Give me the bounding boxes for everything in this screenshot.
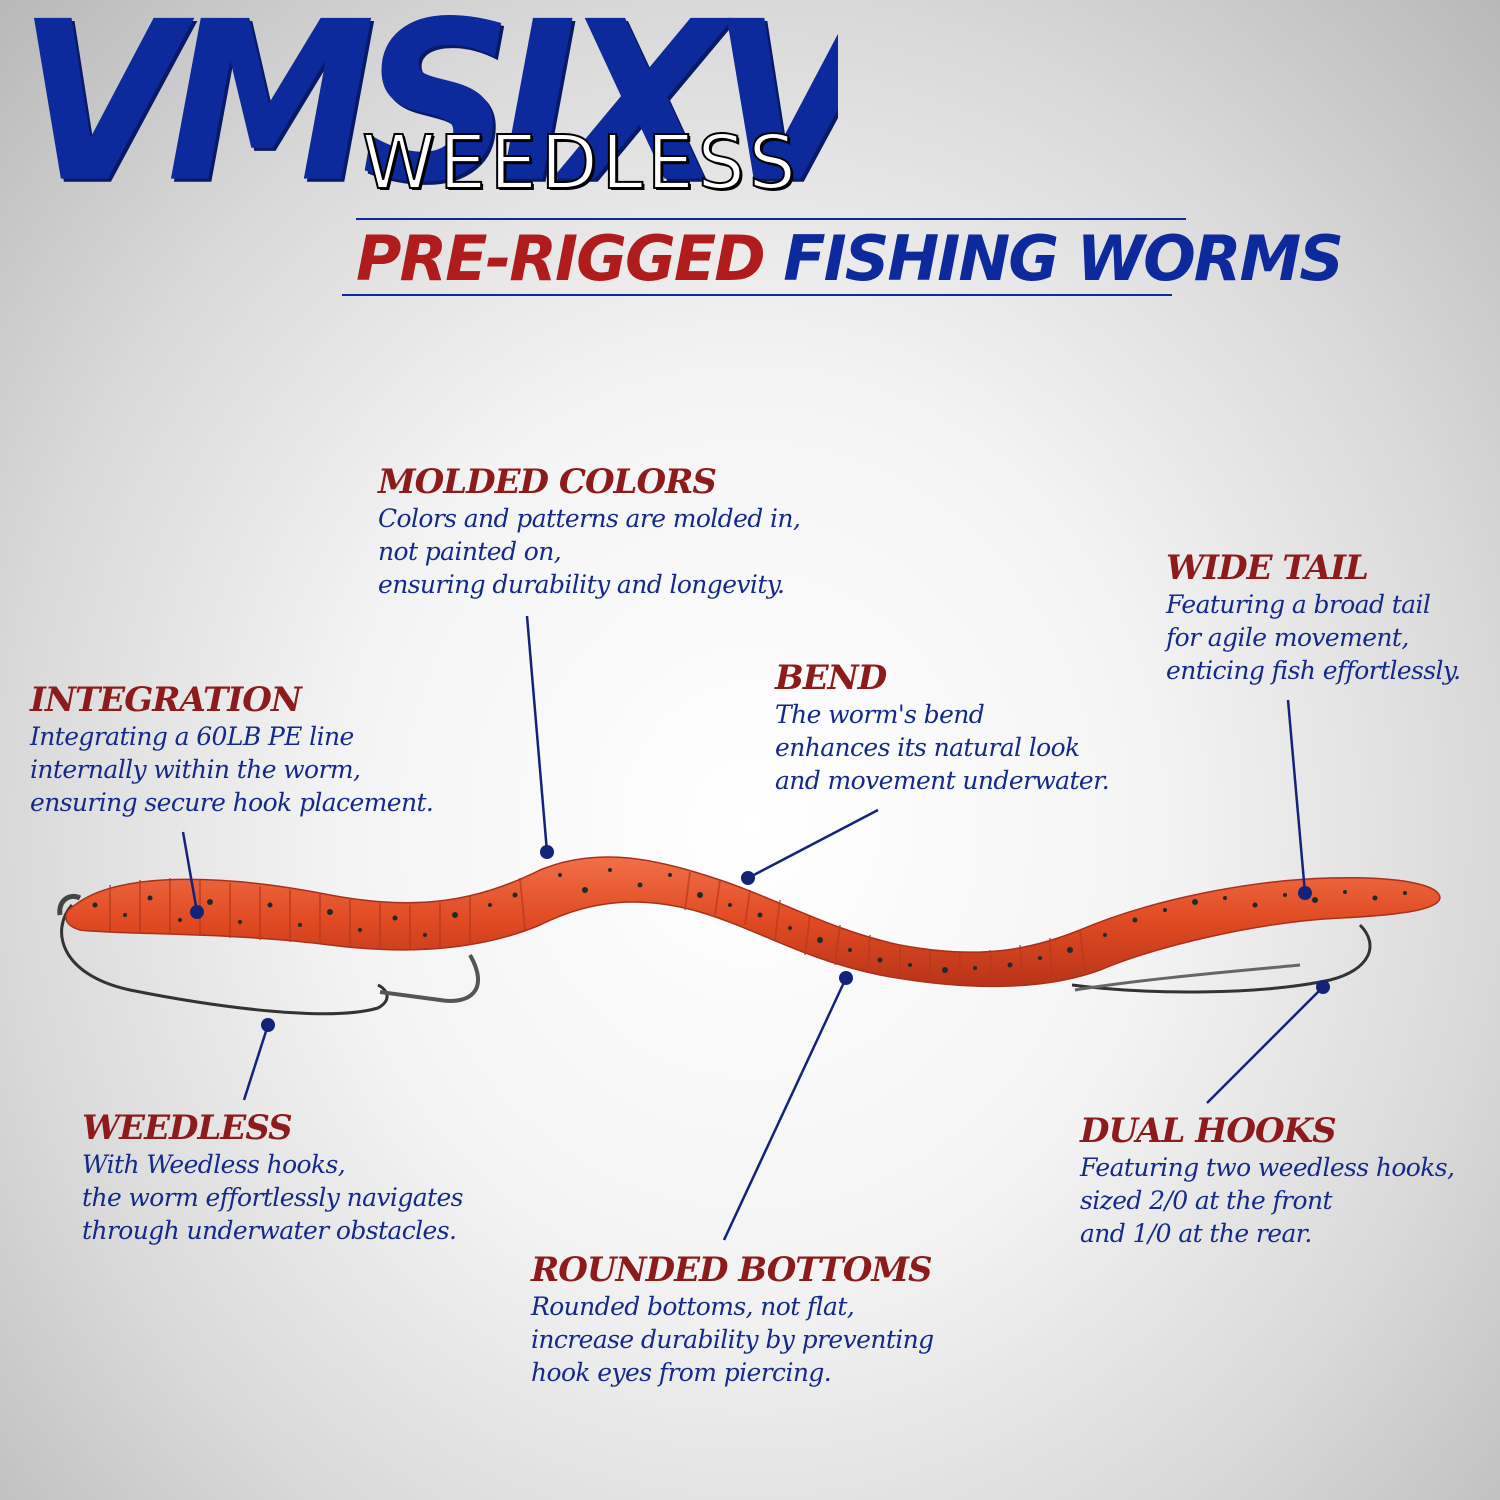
feature-title: INTEGRATION [30,680,302,720]
feature-line: enticing fish effortlessly. [1166,656,1461,685]
feature-integration: INTEGRATION Integrating a 60LB PE line i… [30,680,434,819]
feature-description: The worm's bend enhances its natural loo… [775,698,1110,797]
feature-line: and 1/0 at the rear. [1080,1219,1312,1248]
feature-line: sized 2/0 at the front [1080,1186,1333,1215]
feature-line: Colors and patterns are molded in, [378,504,801,533]
rear-hook-icon [1071,923,1372,994]
feature-line: ensuring durability and longevity. [378,570,785,599]
feature-description: Featuring a broad tail for agile movemen… [1166,588,1461,687]
feature-line: increase durability by preventing [531,1325,934,1354]
feature-line: ensuring secure hook placement. [30,788,434,817]
feature-weedless: WEEDLESS With Weedless hooks, the worm e… [82,1108,464,1247]
feature-line: and movement underwater. [775,766,1110,795]
feature-line: for agile movement, [1166,623,1409,652]
headline: PRE-RIGGED FISHING WORMS [356,222,1344,295]
brand-logo: VMSIXVM [18,0,838,211]
feature-line: Featuring a broad tail [1166,590,1431,619]
feature-line: enhances its natural look [775,733,1080,762]
front-hook-point-icon [379,954,481,1003]
feature-title: MOLDED COLORS [378,462,717,502]
front-hook-bend-icon [57,893,82,916]
headline-red: PRE-RIGGED [356,222,766,295]
feature-title: WIDE TAIL [1166,548,1369,588]
brand-tagline: WEEDLESS [361,119,800,207]
feature-rounded-bottoms: ROUNDED BOTTOMS Rounded bottoms, not fla… [531,1250,934,1389]
worm-body [65,856,1441,988]
feature-line: Integrating a 60LB PE line [30,722,354,751]
rear-hook-point-icon [1074,963,1301,992]
feature-line: internally within the worm, [30,755,361,784]
feature-line: not painted on, [378,537,562,566]
feature-title: DUAL HOOKS [1080,1111,1337,1151]
feature-line: through underwater obstacles. [82,1216,457,1245]
feature-line: With Weedless hooks, [82,1150,346,1179]
feature-bend: BEND The worm's bend enhances its natura… [775,658,1110,797]
headline-rule-bottom [342,294,1172,296]
feature-dual-hooks: DUAL HOOKS Featuring two weedless hooks,… [1080,1111,1455,1250]
front-hook-icon [60,904,389,1016]
feature-line: Rounded bottoms, not flat, [531,1292,855,1321]
callout-dots [190,845,1330,1032]
feature-line: hook eyes from piercing. [531,1358,832,1387]
feature-description: Featuring two weedless hooks, sized 2/0 … [1080,1151,1455,1250]
headline-rule-top [356,218,1186,220]
callout-lines [181,615,1324,1241]
worm-speckles [92,868,1407,973]
feature-molded-colors: MOLDED COLORS Colors and patterns are mo… [378,462,801,601]
feature-description: With Weedless hooks, the worm effortless… [82,1148,464,1247]
headline-blue: FISHING WORMS [783,222,1344,295]
feature-description: Rounded bottoms, not flat, increase dura… [531,1290,934,1389]
feature-title: ROUNDED BOTTOMS [531,1250,933,1290]
feature-line: The worm's bend [775,700,985,729]
feature-title: WEEDLESS [82,1108,293,1148]
feature-title: BEND [775,658,887,698]
feature-description: Colors and patterns are molded in, not p… [378,502,801,601]
feature-wide-tail: WIDE TAIL Featuring a broad tail for agi… [1166,548,1461,687]
feature-line: Featuring two weedless hooks, [1080,1153,1455,1182]
feature-description: Integrating a 60LB PE line internally wi… [30,720,434,819]
feature-line: the worm effortlessly navigates [82,1183,464,1212]
